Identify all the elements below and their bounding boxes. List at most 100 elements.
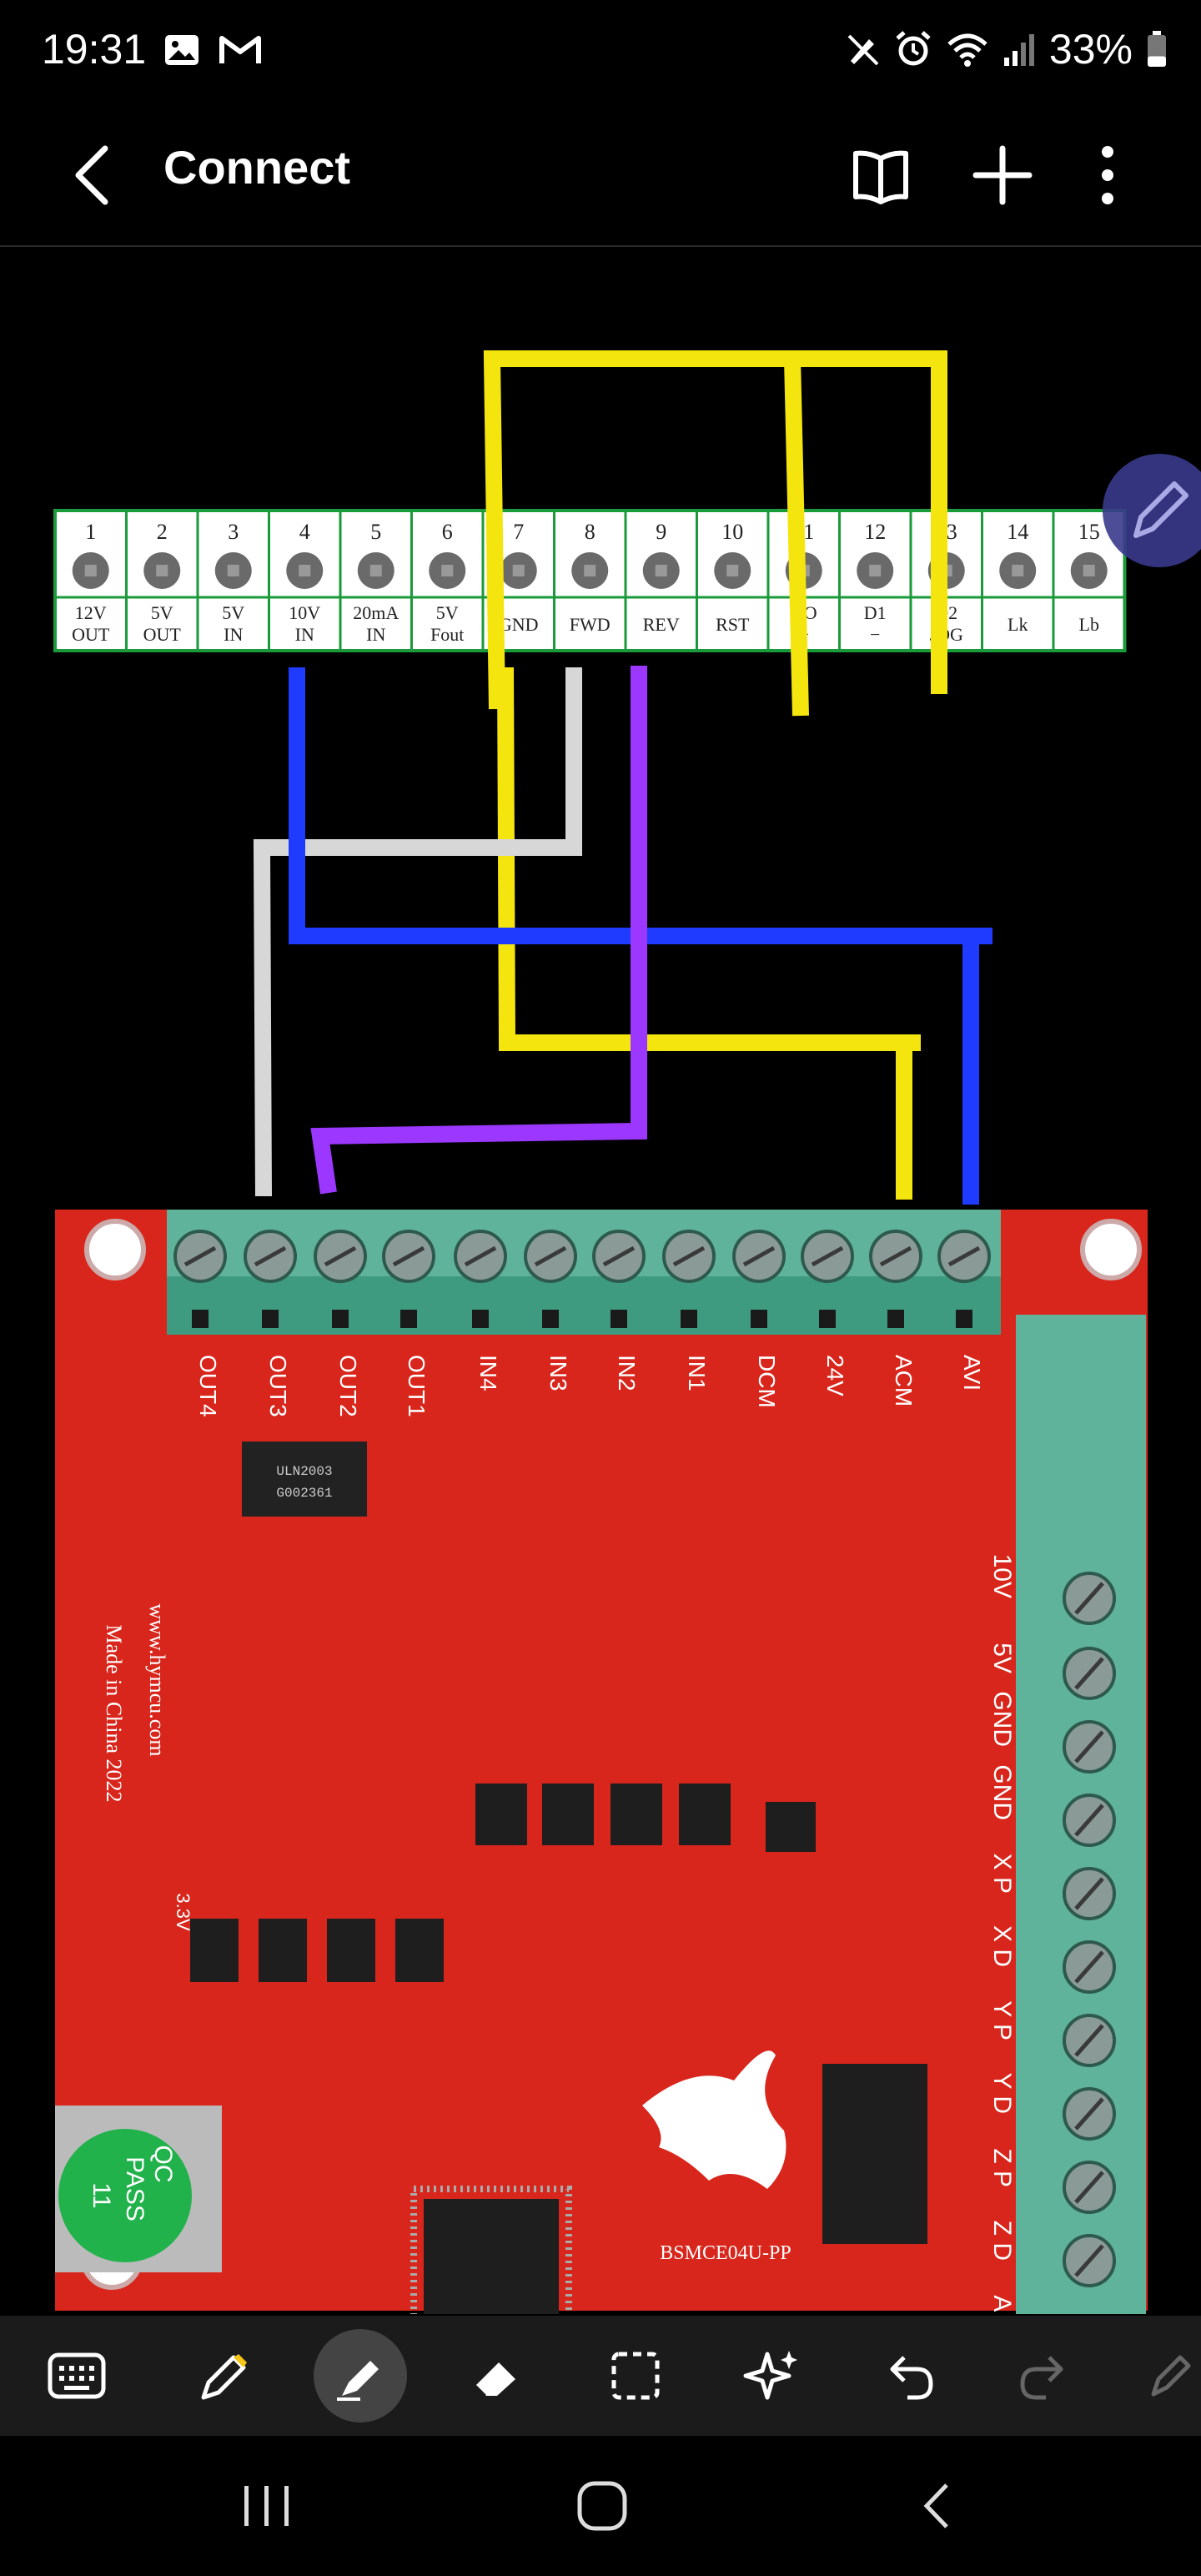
status-bar: 19:31 33 bbox=[0, 0, 1201, 103]
gmail-icon bbox=[219, 36, 261, 63]
terminal-number: 14 bbox=[1007, 520, 1028, 544]
board-right-label: Y P bbox=[988, 2000, 1016, 2040]
pen-off-icon bbox=[847, 34, 879, 66]
signal-icon bbox=[1003, 34, 1034, 66]
alarm-icon bbox=[896, 31, 931, 66]
terminal-number: 9 bbox=[656, 520, 666, 544]
terminal-label: GND bbox=[499, 614, 539, 635]
terminal-label-sub: IN bbox=[366, 624, 385, 645]
board-right-label: 10V bbox=[988, 1554, 1016, 1598]
recents-icon bbox=[244, 2486, 289, 2526]
undo-icon bbox=[890, 2356, 933, 2400]
terminal-label-sub: IN bbox=[224, 624, 243, 645]
more-tools[interactable] bbox=[1133, 2329, 1201, 2423]
lasso-select-icon bbox=[611, 2352, 660, 2400]
book-icon bbox=[853, 150, 908, 204]
board-right-label: GND bbox=[988, 1764, 1016, 1820]
board-top-label: OUT3 bbox=[265, 1355, 291, 1417]
recents-button[interactable] bbox=[217, 2464, 317, 2548]
terminal-strip: 112VOUT25VOUT35VIN410VIN520mAIN65VFout7G… bbox=[53, 509, 1127, 652]
wire-yellow-bottom bbox=[497, 667, 921, 1200]
highlighter-icon bbox=[337, 2361, 379, 2401]
terminal-label: 5V bbox=[151, 602, 173, 623]
highlighter-tool[interactable] bbox=[314, 2329, 407, 2423]
voltage-label: 3.3V bbox=[173, 1893, 193, 1931]
board-right-label: 5V bbox=[988, 1643, 1016, 1673]
terminal-number: 12 bbox=[864, 520, 886, 544]
note-canvas[interactable]: 112VOUT25VOUT35VIN410VIN520mAIN65VFout7G… bbox=[0, 245, 1201, 2314]
board-top-label: ACM bbox=[891, 1355, 917, 1406]
board-top-label: IN3 bbox=[545, 1355, 571, 1391]
controller-board: ULN2003 G002361 QC PASS 11 www.hymcu.com… bbox=[55, 1210, 1148, 2314]
back-button[interactable] bbox=[58, 133, 133, 217]
back-nav-icon bbox=[923, 2483, 948, 2528]
board-right-label: Z D bbox=[988, 2221, 1016, 2261]
plus-icon bbox=[972, 145, 1033, 205]
gallery-icon bbox=[165, 35, 198, 65]
pen-icon bbox=[201, 2354, 247, 2400]
terminal-number: 7 bbox=[513, 520, 524, 544]
terminal-label: REV bbox=[643, 614, 680, 635]
home-icon bbox=[577, 2481, 627, 2531]
terminal-number: 4 bbox=[299, 520, 310, 544]
eraser-tool[interactable] bbox=[450, 2329, 544, 2423]
status-time: 19:31 bbox=[42, 26, 147, 73]
board-right-label: A P bbox=[988, 2295, 1016, 2314]
terminal-label-sub: OUT bbox=[72, 624, 110, 645]
more-options-button[interactable] bbox=[1066, 133, 1149, 217]
board-top-label: IN4 bbox=[475, 1355, 501, 1391]
board-top-label: OUT4 bbox=[195, 1355, 221, 1417]
keyboard-tool[interactable] bbox=[30, 2329, 123, 2423]
terminal-label: Lb bbox=[1079, 614, 1099, 635]
pencil-more-icon bbox=[1151, 2355, 1191, 2397]
battery-icon bbox=[1148, 31, 1166, 67]
floating-pen-button[interactable] bbox=[1103, 454, 1201, 567]
home-button[interactable] bbox=[552, 2464, 652, 2548]
terminal-label-sub: OUT bbox=[143, 624, 182, 645]
back-nav-button[interactable] bbox=[889, 2464, 989, 2548]
ai-sparkle-icon bbox=[743, 2351, 797, 2400]
wifi-icon bbox=[947, 33, 987, 67]
board-top-label: DCM bbox=[754, 1355, 780, 1408]
terminal-label-sub: − bbox=[870, 624, 880, 645]
maker-text: www.hymcu.com bbox=[145, 1603, 169, 1756]
reading-mode-button[interactable] bbox=[839, 133, 922, 217]
terminal-label: 12V bbox=[75, 602, 107, 623]
terminal-number: 2 bbox=[157, 520, 168, 544]
ai-assist-tool[interactable] bbox=[726, 2329, 819, 2423]
redo-tool[interactable] bbox=[997, 2329, 1091, 2423]
board-right-label: Z P bbox=[988, 2148, 1016, 2187]
eraser-icon bbox=[474, 2362, 515, 2397]
status-right: 33% bbox=[844, 25, 1168, 73]
terminal-label: FWD bbox=[570, 614, 611, 635]
terminal-label: 5V bbox=[222, 602, 244, 623]
terminal-number: 10 bbox=[721, 520, 743, 544]
chip-code-text: G002361 bbox=[276, 1486, 332, 1501]
board-top-label: IN2 bbox=[614, 1355, 640, 1391]
lasso-tool[interactable] bbox=[589, 2329, 682, 2423]
terminal-label-sub: IN bbox=[295, 624, 314, 645]
undo-tool[interactable] bbox=[862, 2329, 956, 2423]
board-right-label: GND bbox=[988, 1691, 1016, 1747]
wire-purple bbox=[310, 666, 647, 1195]
wire-white bbox=[253, 667, 582, 1197]
battery-percent: 33% bbox=[1048, 26, 1133, 73]
more-vert-icon bbox=[1102, 146, 1113, 204]
terminal-label: 5V bbox=[436, 602, 459, 623]
add-button[interactable] bbox=[961, 133, 1044, 217]
board-right-label: X P bbox=[988, 1854, 1016, 1894]
wire-yellow-top bbox=[483, 350, 947, 717]
system-nav-bar bbox=[0, 2436, 1201, 2576]
terminal-number: 15 bbox=[1078, 520, 1100, 544]
board-top-label: OUT1 bbox=[404, 1355, 430, 1417]
terminal-label: Lk bbox=[1008, 614, 1028, 635]
app-bar: Connect bbox=[0, 103, 1201, 247]
qc-line3: 11 bbox=[88, 2182, 115, 2208]
pen-float-icon bbox=[1133, 481, 1188, 538]
board-top-label: OUT2 bbox=[335, 1355, 361, 1417]
qc-line1: QC bbox=[149, 2146, 177, 2183]
pen-tool[interactable] bbox=[177, 2329, 270, 2423]
made-in-text: Made in China 2022 bbox=[102, 1624, 126, 1802]
terminal-number: 1 bbox=[85, 520, 96, 544]
board-top-label: AVI bbox=[959, 1355, 985, 1391]
